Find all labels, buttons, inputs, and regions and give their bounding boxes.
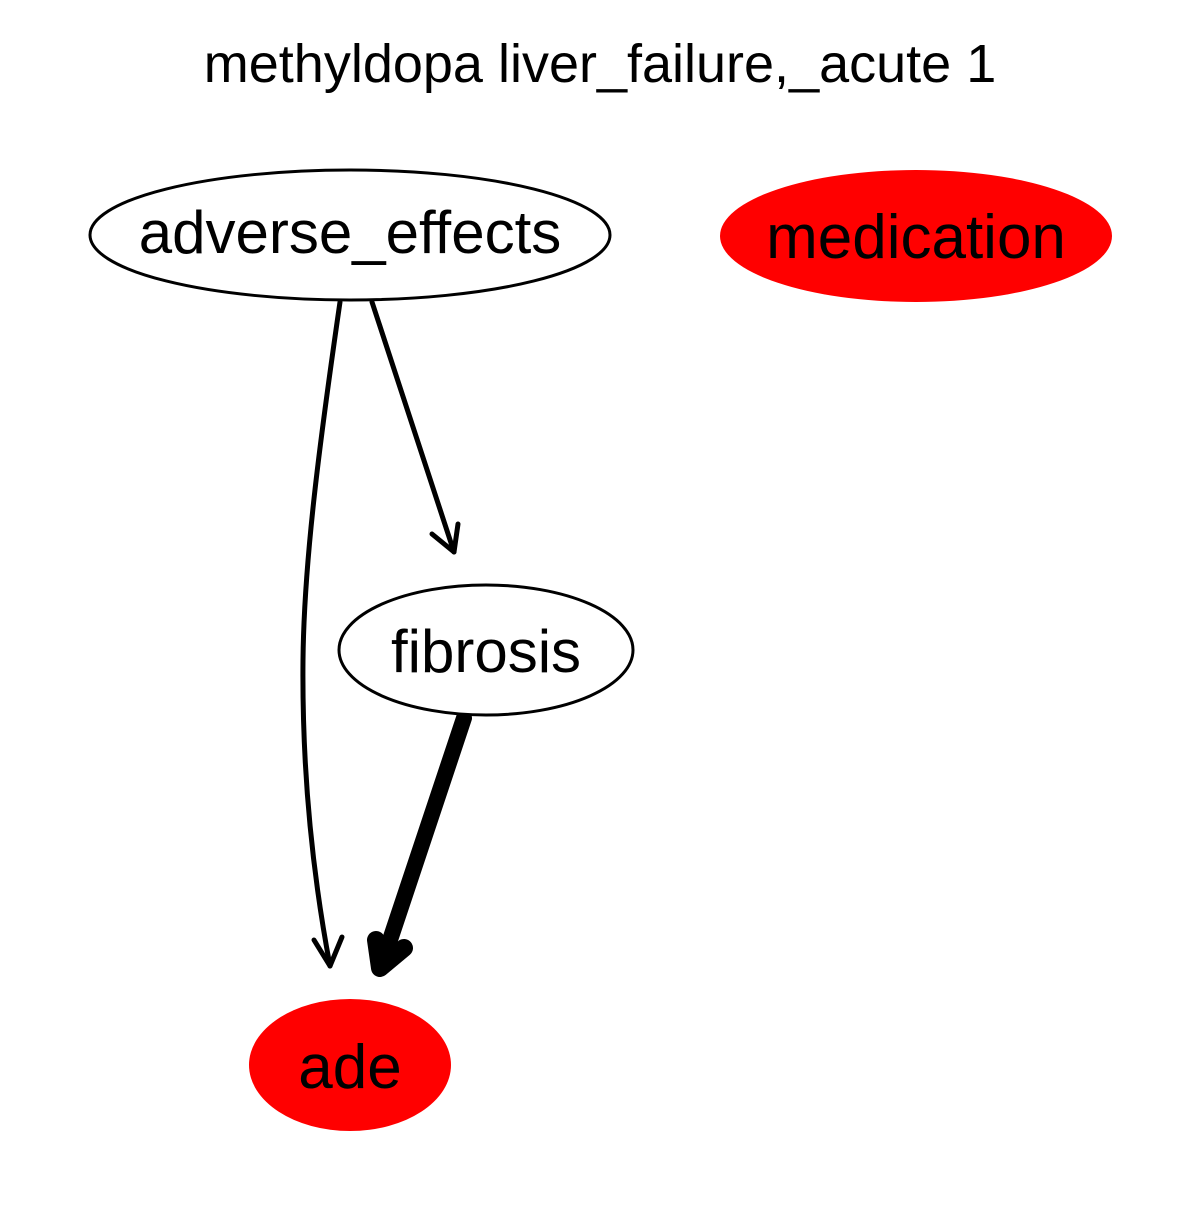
node-medication-shape — [720, 170, 1112, 302]
node-adverse-effects: adverse_effects — [88, 168, 612, 302]
edge-adverse-effects-to-fibrosis — [369, 299, 457, 555]
node-fibrosis-shape — [337, 583, 635, 717]
diagram-title: methyldopa liver_failure,_acute 1 — [204, 34, 996, 94]
node-medication: medication — [720, 170, 1112, 302]
node-fibrosis-label: fibrosis — [391, 618, 581, 685]
node-adverse-effects-shape — [88, 168, 612, 302]
node-adverse-effects-label: adverse_effects — [139, 199, 562, 266]
node-ade-shape — [249, 999, 451, 1131]
edge-adverse-effects-to-ade — [300, 299, 343, 969]
node-ade: ade — [249, 999, 451, 1131]
edge-adverse-effects-to-ade-arrowhead — [311, 934, 345, 969]
edges — [300, 299, 472, 977]
edge-adverse-effects-to-fibrosis-arrowhead — [429, 521, 461, 555]
node-ade-label: ade — [298, 1033, 401, 1102]
node-fibrosis: fibrosis — [337, 583, 635, 717]
edge-fibrosis-to-ade-arrowhead — [367, 931, 413, 977]
node-medication-label: medication — [766, 203, 1066, 272]
edge-fibrosis-to-ade — [378, 710, 472, 960]
